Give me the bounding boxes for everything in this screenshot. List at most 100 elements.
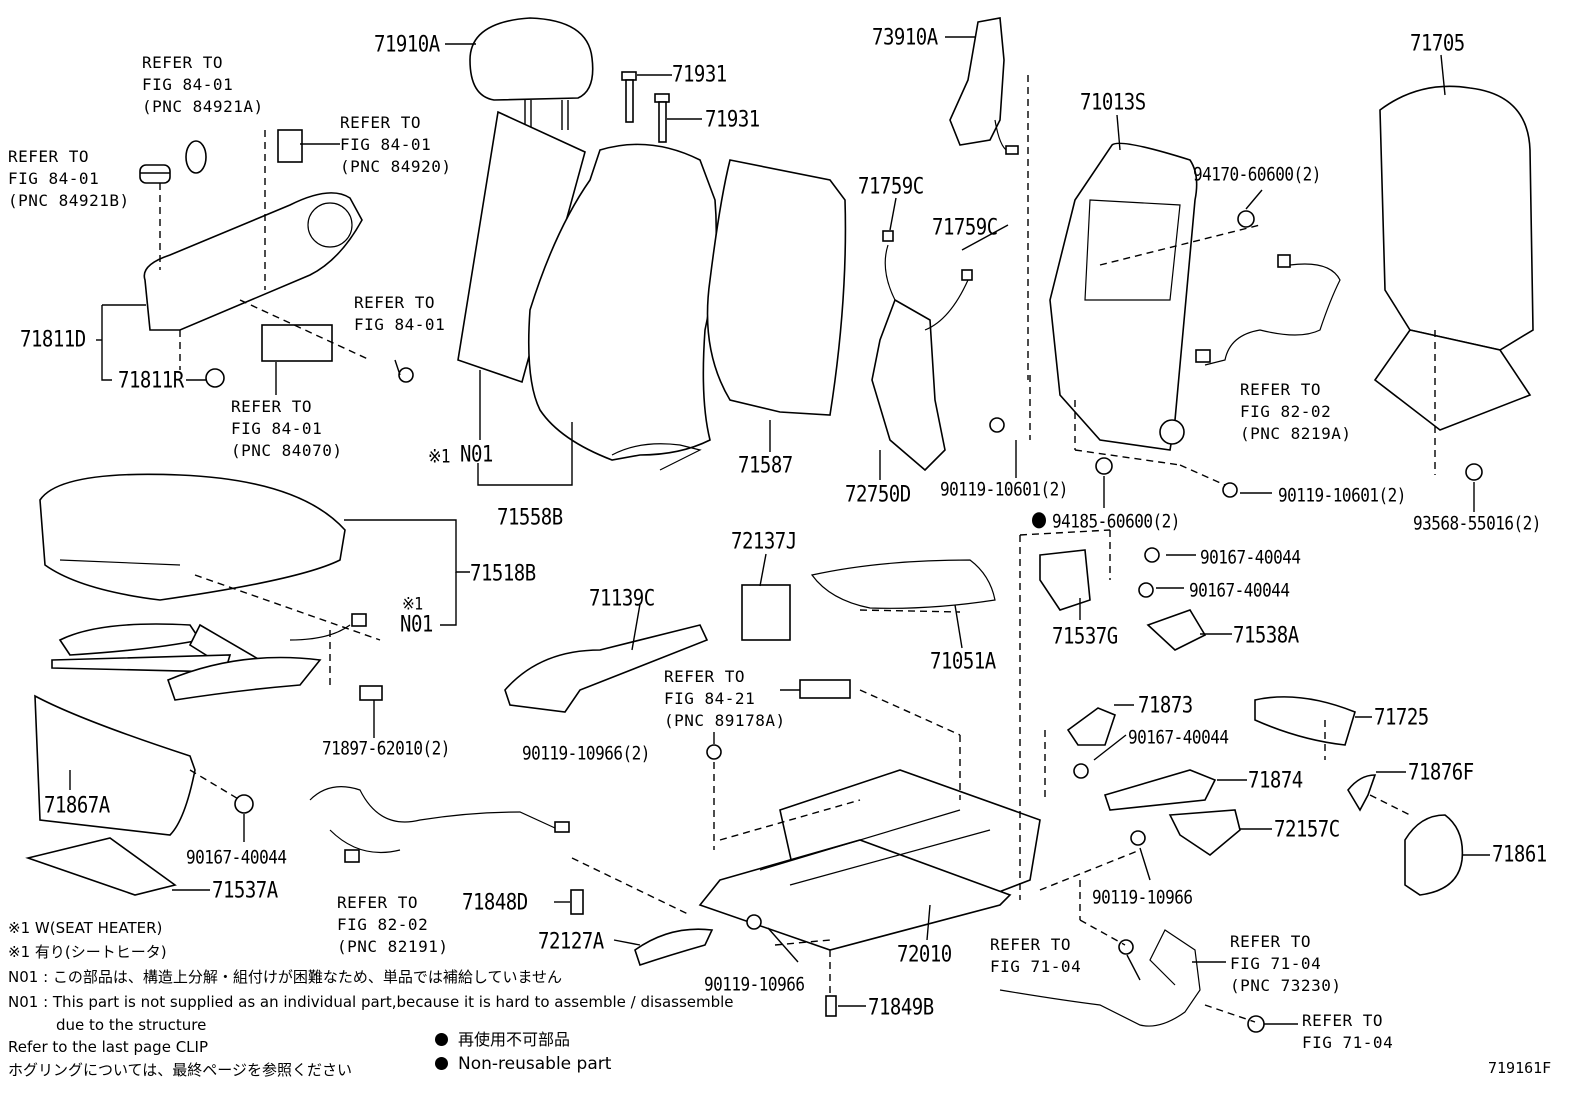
front-panel-71867a [34,694,196,836]
label-71811d: 71811D [20,326,86,353]
label-71874: 71874 [1248,767,1303,794]
label-72137j: 72137J [731,528,797,555]
label-71558b: 71558B [497,504,563,531]
module-84070 [261,324,333,362]
note-n01-en-cont: due to the structure [56,1016,207,1034]
seatback-cushion-71587 [706,159,847,416]
leader-lines [69,36,1490,1025]
ref-89178a[interactable]: REFER TO FIG 84-21 (PNC 89178A) [664,667,786,730]
ref-84920[interactable]: REFER TO FIG 84-01 (PNC 84920) [340,113,452,176]
label-71013s: 71013S [1080,89,1146,116]
bracket-71538a [1146,609,1207,651]
screw-84-01 [398,367,414,383]
label-71587: 71587 [738,452,793,479]
seat-cushion-71518b [39,473,346,601]
ref-84921b[interactable]: REFER TO FIG 84-01 (PNC 84921B) [8,147,130,210]
legend-jp-text: 再使用不可部品 [458,1030,571,1049]
label-71051a: 71051A [930,648,996,675]
label-71848d: 71848D [462,889,528,916]
ref-71-04-a[interactable]: REFER TO FIG 71-04 [990,935,1082,976]
spring-71051a [810,559,996,609]
cover-72127a [634,928,714,967]
bolt-90119-10601-b [1222,482,1238,498]
label-71897: 71897-62010(2) [322,737,450,759]
lever-71874 [1103,769,1217,811]
label-90119-10966-b: 90119-10966 [1092,886,1193,908]
label-71811r: 71811R [118,367,184,394]
bolt-71848d [570,889,584,915]
label-71873: 71873 [1138,692,1193,719]
label-71705: 71705 [1410,30,1465,57]
label-71931-b: 71931 [705,106,760,133]
bolt-90167-b [1138,582,1154,598]
ref-8219a[interactable]: REFER TO FIG 82-02 (PNC 8219A) [1240,380,1352,443]
marker-x1-a: ※1 [428,445,451,467]
legend-dot-icon-2 [435,1057,448,1070]
wire-harness [1195,254,1341,366]
nut-94170 [1237,210,1255,228]
knob-84921a [185,140,207,174]
label-71867a: 71867A [44,792,110,819]
label-94185: 94185-60600(2) [1032,510,1180,533]
bolt-90119-10601 [989,417,1005,433]
note-seat-heater-en: ※1 W(SEAT HEATER) [8,919,163,937]
harness-82191 [309,786,570,863]
ref-84-01[interactable]: REFER TO FIG 84-01 [354,293,446,334]
label-71538a: 71538A [1233,622,1299,649]
ref-71-04-b[interactable]: REFER TO FIG 71-04 [1302,1011,1394,1052]
heater-mats [51,613,383,701]
bolt-90119-10966-b [746,914,762,930]
label-93568: 93568-55016(2) [1413,512,1541,534]
label-71518b: 71518B [470,560,536,587]
label-71725: 71725 [1374,704,1429,731]
marker-x1-b: ※1 [402,593,423,614]
clip-93568 [1465,463,1483,481]
cover-71725 [1254,696,1356,746]
legend-en: Non-reusable part [435,1054,611,1074]
ref-73230[interactable]: REFER TO FIG 71-04 (PNC 73230) [1230,932,1342,995]
note-n01-jp: N01 : この部品は、構造上分解・組付けが困難なため、単品では補給していません [8,968,563,986]
ref-84070[interactable]: REFER TO FIG 84-01 (PNC 84070) [231,397,343,460]
label-94185-text: 94185-60600(2) [1052,510,1180,532]
plate-71537a [25,837,177,896]
label-73910a: 73910A [872,24,938,51]
label-71139c: 71139C [589,585,655,612]
switch-84920 [277,129,303,163]
legend-jp: 再使用不可部品 [435,1030,570,1050]
label-71910a: 71910A [374,31,440,58]
headrest-guide-71931 [621,71,670,143]
bolt-71849b [825,995,837,1017]
label-71931-a: 71931 [672,61,727,88]
seatback-frame-71013s [1049,142,1198,451]
label-72157c: 72157C [1274,816,1340,843]
knob-84921b [139,164,171,184]
dashed-lines [159,75,1436,1023]
nut-71-04 [1247,1015,1265,1033]
label-90167-b: 90167-40044 [1189,579,1290,601]
label-71759c-a: 71759C [858,173,924,200]
seat-adjuster-72010 [698,769,1041,951]
nut-94185 [1095,457,1113,475]
ref-82191[interactable]: REFER TO FIG 82-02 (PNC 82191) [337,893,449,956]
label-71861: 71861 [1492,841,1547,868]
shield-71811d [143,192,363,388]
label-71537a: 71537A [212,877,278,904]
side-cover-71139c [504,624,709,713]
label-94170: 94170-60600(2) [1193,163,1321,185]
lumbar-72750d [871,230,973,472]
label-90167-a: 90167-40044 [1200,546,1301,568]
note-n01-en: N01 : This part is not supplied as an in… [8,993,734,1011]
legend-en-text: Non-reusable part [458,1054,612,1074]
label-72127a: 72127A [538,928,604,955]
bracket-71873 [1066,707,1116,746]
bracket-72157c [1168,809,1241,856]
ref-84921a[interactable]: REFER TO FIG 84-01 (PNC 84921A) [142,53,264,116]
washer-71-04 [1118,939,1134,955]
label-90119-10966-c: 90119-10966 [704,973,805,995]
figure-code: 719161F [1488,1059,1552,1077]
note-clip-en: Refer to the last page CLIP [8,1038,208,1056]
label-90119-10601-b: 90119-10601(2) [1278,484,1406,506]
label-71876f: 71876F [1408,759,1474,786]
